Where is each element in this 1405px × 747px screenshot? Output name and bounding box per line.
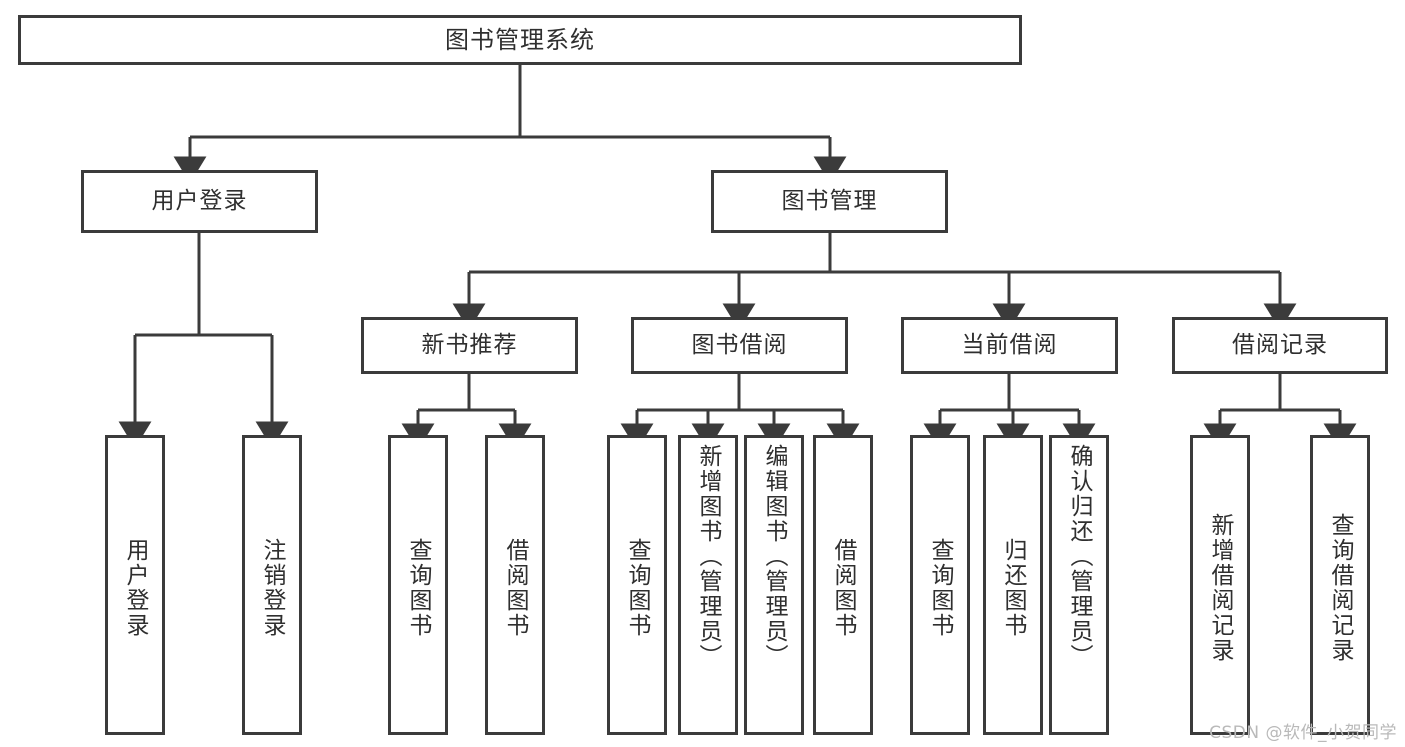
node-leaf-query-book-1-label: 查询图书	[405, 538, 432, 638]
node-leaf-add-book-label: 新增图书（管理员）	[695, 444, 722, 669]
node-leaf-edit-book[interactable]: 编辑图书（管理员）	[744, 435, 804, 735]
node-root[interactable]: 图书管理系统	[18, 15, 1022, 65]
node-leaf-edit-book-label: 编辑图书（管理员）	[761, 444, 788, 669]
node-user-login[interactable]: 用户登录	[81, 170, 318, 233]
node-leaf-query-book-3-label: 查询图书	[927, 538, 954, 638]
node-leaf-query-record[interactable]: 查询借阅记录	[1310, 435, 1370, 735]
node-leaf-user-logout-label: 注销登录	[259, 538, 286, 638]
node-leaf-query-book-2-label: 查询图书	[624, 538, 651, 638]
node-leaf-add-record-label: 新增借阅记录	[1207, 513, 1234, 663]
node-leaf-add-record[interactable]: 新增借阅记录	[1190, 435, 1250, 735]
node-current-borrow-label: 当前借阅	[961, 331, 1058, 358]
node-leaf-borrow-book-2[interactable]: 借阅图书	[813, 435, 873, 735]
node-leaf-query-book-2[interactable]: 查询图书	[607, 435, 667, 735]
node-root-label: 图书管理系统	[445, 25, 595, 54]
node-borrow-record-label: 借阅记录	[1232, 331, 1328, 358]
node-leaf-query-record-label: 查询借阅记录	[1327, 513, 1354, 663]
node-user-login-label: 用户登录	[151, 187, 248, 214]
node-new-book-recommend[interactable]: 新书推荐	[361, 317, 578, 374]
node-leaf-query-book-1[interactable]: 查询图书	[388, 435, 448, 735]
node-borrow-record[interactable]: 借阅记录	[1172, 317, 1388, 374]
node-current-borrow[interactable]: 当前借阅	[901, 317, 1118, 374]
node-leaf-user-login[interactable]: 用户登录	[105, 435, 165, 735]
node-leaf-user-login-label: 用户登录	[122, 538, 149, 638]
node-book-manage[interactable]: 图书管理	[711, 170, 948, 233]
node-leaf-confirm-return-label: 确认归还（管理员）	[1066, 444, 1093, 669]
node-book-borrow-label: 图书借阅	[691, 331, 788, 358]
node-leaf-query-book-3[interactable]: 查询图书	[910, 435, 970, 735]
watermark-text: CSDN @软件_小贺同学	[1209, 723, 1397, 743]
node-leaf-return-book-label: 归还图书	[1000, 538, 1027, 638]
node-leaf-return-book[interactable]: 归还图书	[983, 435, 1043, 735]
node-book-manage-label: 图书管理	[781, 187, 878, 214]
node-leaf-add-book[interactable]: 新增图书（管理员）	[678, 435, 738, 735]
node-leaf-borrow-book-1-label: 借阅图书	[502, 538, 529, 638]
node-leaf-borrow-book-1[interactable]: 借阅图书	[485, 435, 545, 735]
node-leaf-confirm-return[interactable]: 确认归还（管理员）	[1049, 435, 1109, 735]
node-leaf-borrow-book-2-label: 借阅图书	[830, 538, 857, 638]
node-new-book-recommend-label: 新书推荐	[421, 331, 518, 358]
node-leaf-user-logout[interactable]: 注销登录	[242, 435, 302, 735]
node-book-borrow[interactable]: 图书借阅	[631, 317, 848, 374]
